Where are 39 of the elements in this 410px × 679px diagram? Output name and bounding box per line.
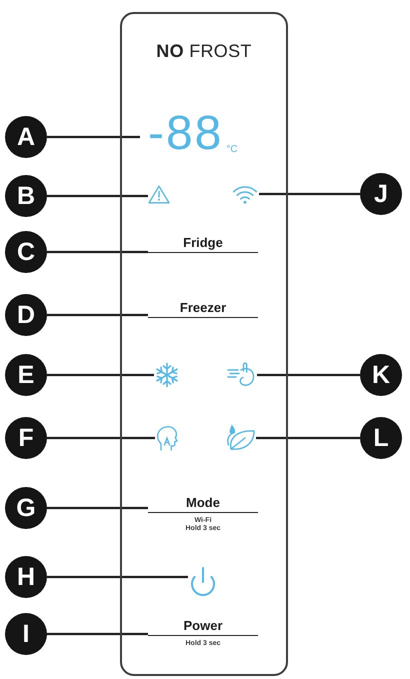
callout-letter: A	[5, 116, 47, 158]
snowflake-icon	[154, 362, 180, 388]
leader-line	[256, 436, 360, 440]
control-panel	[120, 12, 288, 676]
leader-line	[47, 250, 148, 254]
leader-line	[257, 374, 360, 376]
callout-letter: I	[5, 613, 47, 655]
hand-icon	[227, 362, 257, 388]
leader-line	[47, 506, 148, 510]
callout-letter: B	[5, 175, 47, 217]
callout-letter: C	[5, 231, 47, 273]
leader-line	[47, 436, 155, 440]
callout-letter: H	[5, 556, 47, 598]
head-profile-icon	[155, 425, 179, 451]
leader-line	[47, 136, 140, 138]
leader-line	[47, 194, 148, 198]
touch-key-label: Mode	[148, 488, 258, 513]
callout-letter: D	[5, 294, 47, 336]
leader-line	[47, 576, 188, 578]
temperature-digits: -88	[148, 111, 224, 157]
touch-key-label: Fridge	[148, 228, 258, 253]
leader-line	[47, 632, 148, 636]
callout-letter: E	[5, 354, 47, 396]
touch-key-label: Power	[148, 611, 258, 636]
warning-icon	[148, 185, 170, 204]
callout-letter: G	[5, 487, 47, 529]
callout-letter: J	[360, 173, 402, 215]
callout-letter: F	[5, 417, 47, 459]
touch-key-label: Freezer	[148, 293, 258, 318]
power-icon	[188, 566, 218, 598]
callout-letter: L	[360, 417, 402, 459]
leader-line	[259, 192, 360, 196]
unit-label: °C	[226, 144, 238, 156]
panel-heading: NO FROST	[156, 41, 252, 62]
callout-letter: K	[360, 354, 402, 396]
leader-line	[47, 374, 154, 376]
leaf-icon	[224, 425, 256, 451]
wifi-icon	[231, 184, 259, 204]
leader-line	[47, 314, 148, 316]
